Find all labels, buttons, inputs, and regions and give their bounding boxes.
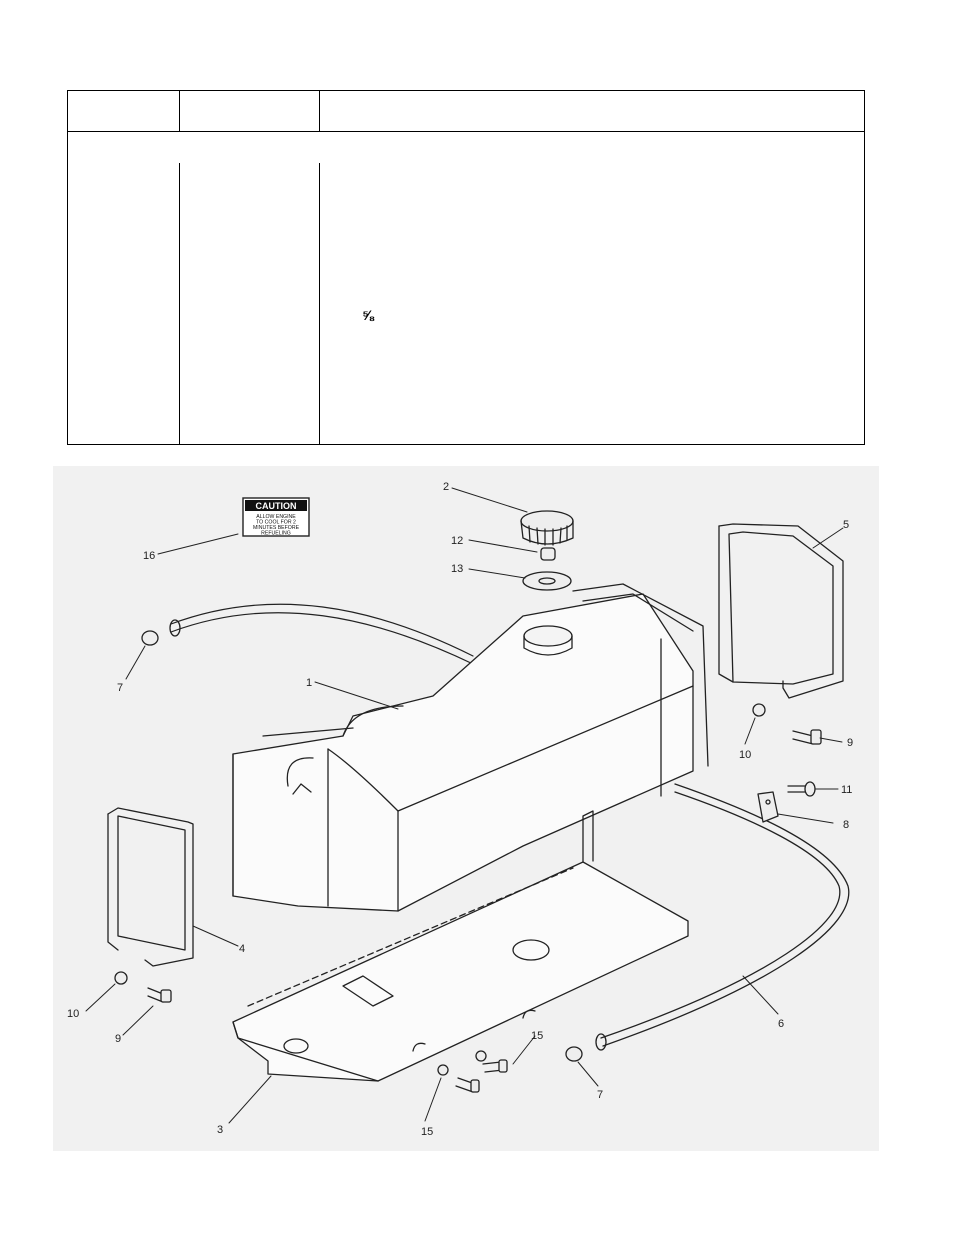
callout-numbers: 1 2 3 4 5 6 7 7 8 9 9 10 10 11 12 13 15 … bbox=[67, 481, 853, 1138]
callout-15b: 15 bbox=[421, 1126, 433, 1138]
gasket bbox=[522, 571, 572, 591]
callout-7b: 7 bbox=[597, 1089, 603, 1101]
decal-line: TO COOL FOR 2 bbox=[256, 520, 296, 526]
callout-11: 11 bbox=[841, 784, 852, 796]
callout-5: 5 bbox=[843, 519, 849, 531]
callout-6: 6 bbox=[778, 1018, 784, 1030]
callout-16: 16 bbox=[143, 550, 155, 562]
column-divider bbox=[319, 163, 320, 445]
rear-strap bbox=[718, 523, 844, 699]
callout-12: 12 bbox=[451, 535, 463, 547]
callout-2: 2 bbox=[443, 481, 449, 493]
decal-line: REFUELING bbox=[261, 531, 291, 537]
callout-15a: 15 bbox=[531, 1030, 543, 1042]
callout-9b: 9 bbox=[847, 737, 853, 749]
fuel-line-end bbox=[595, 1033, 607, 1051]
callout-8: 8 bbox=[843, 819, 849, 831]
fuel-line bbox=[170, 612, 474, 665]
fuel-line bbox=[170, 603, 474, 657]
fuel-line-lower bbox=[602, 783, 850, 1047]
exploded-parts-diagram: CAUTION ALLOW ENGINE TO COOL FOR 2 MINUT… bbox=[53, 466, 879, 1151]
fraction-text: ⅝ bbox=[362, 307, 374, 323]
callout-10b: 10 bbox=[739, 749, 751, 761]
column-divider bbox=[179, 163, 180, 445]
callout-13: 13 bbox=[451, 563, 463, 575]
column-divider bbox=[319, 91, 320, 131]
leader-lines bbox=[85, 487, 844, 1124]
fuel-line-lower bbox=[600, 791, 841, 1039]
caution-decal: CAUTION ALLOW ENGINE TO COOL FOR 2 MINUT… bbox=[242, 497, 310, 537]
decal-line: ALLOW ENGINE bbox=[256, 514, 296, 520]
decal-line: MINUTES BEFORE bbox=[253, 525, 300, 531]
decal-heading: CAUTION bbox=[256, 501, 297, 511]
fuel-line-end bbox=[169, 619, 181, 637]
fuel-tank bbox=[232, 583, 709, 912]
fill-neck bbox=[523, 625, 573, 647]
fasteners bbox=[114, 630, 822, 1093]
parts-table: ⅝ bbox=[67, 90, 865, 445]
column-divider bbox=[179, 91, 180, 131]
front-strap bbox=[107, 807, 194, 967]
callout-9a: 9 bbox=[115, 1033, 121, 1045]
mounting-bracket bbox=[232, 810, 689, 1082]
callout-3: 3 bbox=[217, 1124, 223, 1136]
vent-plug bbox=[540, 547, 556, 561]
fuel-cap bbox=[520, 510, 574, 546]
callout-1: 1 bbox=[306, 677, 312, 689]
callout-7a: 7 bbox=[117, 682, 123, 694]
callout-4: 4 bbox=[239, 943, 245, 955]
table-header-row bbox=[68, 91, 864, 132]
callout-10a: 10 bbox=[67, 1008, 79, 1020]
